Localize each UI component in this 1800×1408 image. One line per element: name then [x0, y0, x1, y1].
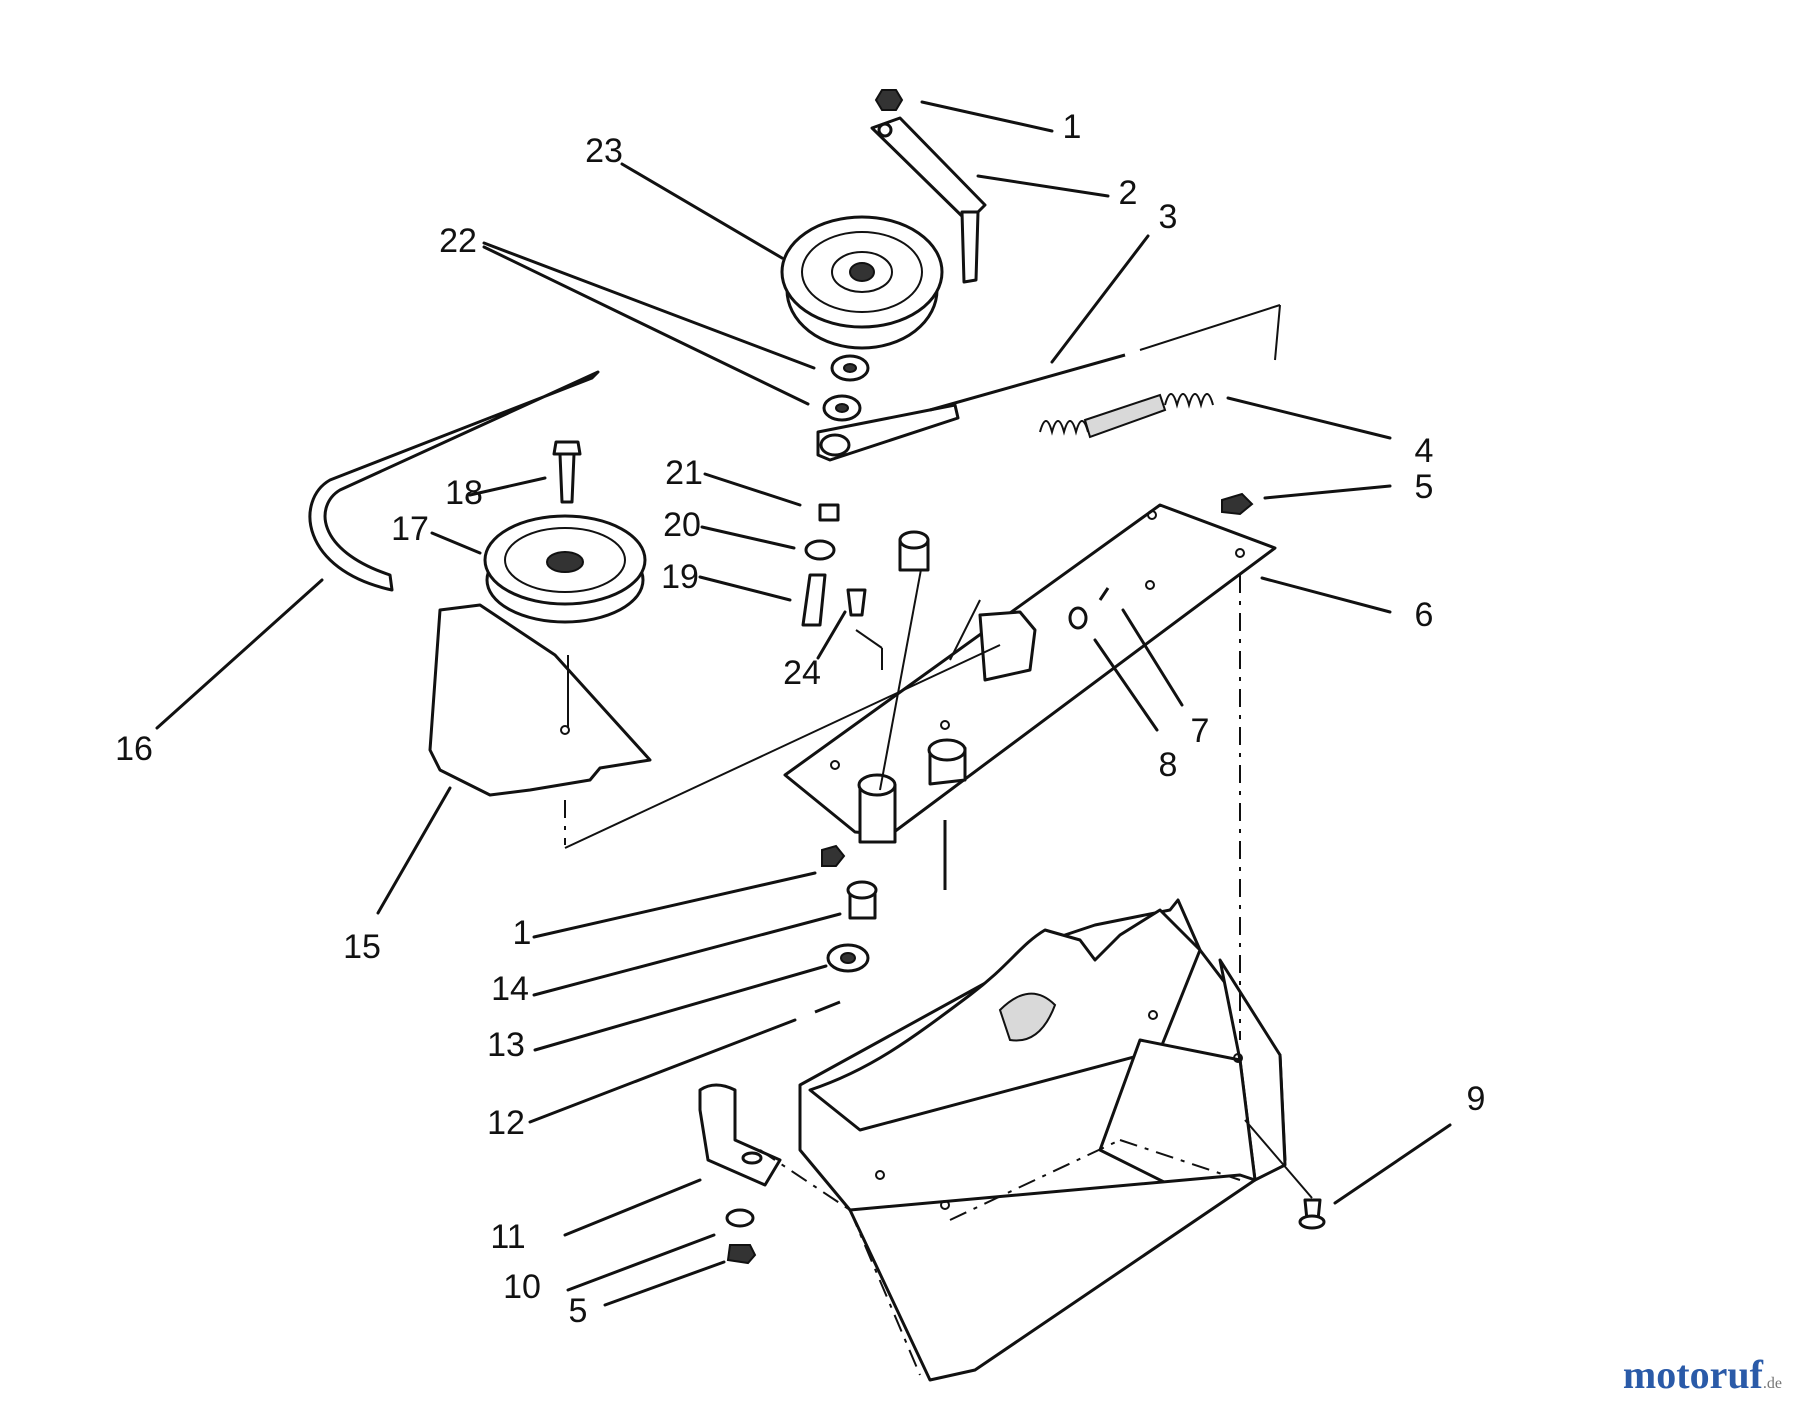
drive-belt: [308, 370, 600, 592]
callout-labels: 1 2 3 4 5 6 7 8 9 10 5 11 12 13 14 1 15 …: [115, 108, 1485, 1330]
callout-24: 24: [783, 654, 821, 692]
callout-17: 17: [391, 510, 429, 548]
callout-19: 19: [661, 558, 699, 596]
callout-5-bottom: 5: [569, 1292, 588, 1330]
callout-12: 12: [487, 1104, 525, 1142]
idler-pulley-small: [483, 514, 647, 624]
callout-23: 23: [585, 132, 623, 170]
callout-6: 6: [1415, 596, 1434, 634]
idler-arm: [870, 116, 987, 224]
callout-3: 3: [1159, 198, 1178, 236]
cotter-pin-7: [1098, 587, 1110, 601]
washer-8: [1068, 606, 1088, 630]
spring: [1039, 393, 1214, 439]
bolt-18: [552, 440, 582, 504]
callout-4: 4: [1415, 432, 1434, 470]
plate-bracket: [978, 610, 1037, 682]
watermark-logo: motoruf.de: [1623, 1351, 1782, 1398]
callout-14: 14: [491, 970, 529, 1008]
callout-10: 10: [503, 1268, 541, 1306]
nut-5-top: [1221, 492, 1254, 516]
callout-20: 20: [663, 506, 701, 544]
belt-shield: [428, 603, 652, 797]
callout-18: 18: [445, 474, 483, 512]
nut-1-lower: [821, 844, 846, 867]
stud-19: [801, 573, 827, 627]
watermark-brand: motoruf: [1622, 1352, 1763, 1397]
callout-5-top: 5: [1415, 468, 1434, 506]
control-rod: [929, 353, 1126, 412]
pin-12: [814, 1000, 841, 1014]
callout-16: 16: [115, 730, 153, 768]
arm-stud: [960, 210, 980, 284]
callout-8: 8: [1159, 746, 1178, 784]
nut-21: [818, 503, 840, 522]
part-drawings: [308, 89, 1326, 1382]
callout-9: 9: [1467, 1080, 1486, 1118]
idler-pulley-large: [780, 215, 944, 350]
callout-21: 21: [665, 454, 703, 492]
callout-2: 2: [1119, 174, 1138, 212]
watermark-suffix: .de: [1762, 1375, 1782, 1392]
callout-11: 11: [490, 1218, 525, 1256]
callout-15: 15: [343, 928, 381, 966]
callout-22: 22: [439, 222, 477, 260]
callout-13: 13: [487, 1026, 525, 1064]
leader-lines: [155, 100, 1452, 1307]
callout-7: 7: [1191, 712, 1210, 750]
washer-10: [725, 1208, 755, 1228]
nut-5-bottom: [726, 1244, 757, 1265]
callout-1-lower: 1: [513, 914, 532, 952]
mount-bracket-11: [698, 1083, 782, 1187]
nut-top: [874, 89, 904, 111]
callout-1-top: 1: [1063, 108, 1082, 146]
washer-20: [804, 539, 836, 561]
bolt-24: [846, 588, 867, 617]
belt-guard-housing: [759, 898, 1287, 1382]
